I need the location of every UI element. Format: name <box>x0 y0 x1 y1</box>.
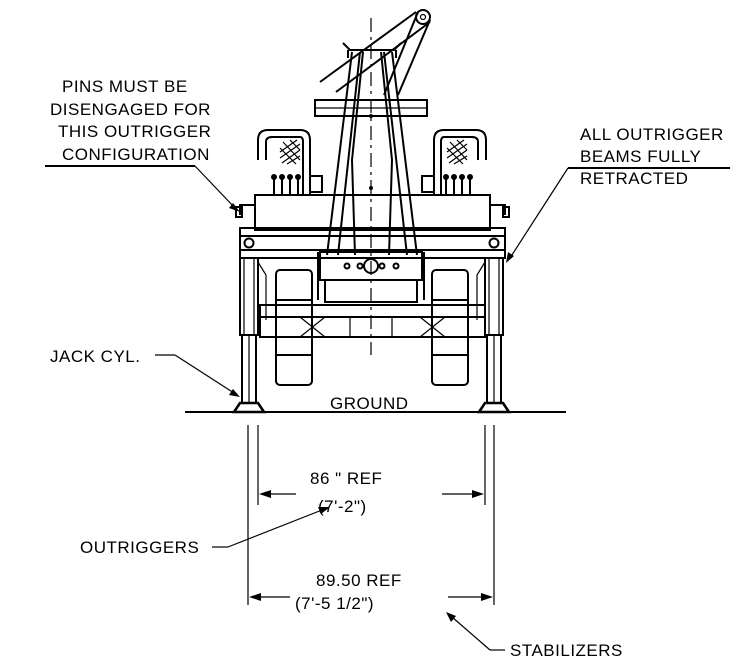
pins-text-line4: CONFIGURATION <box>62 145 210 164</box>
outriggers-label: OUTRIGGERS <box>80 538 199 557</box>
stabilizer-ft-text: (7'-5 1/2") <box>295 594 374 613</box>
beams-callout: ALL OUTRIGGER BEAMS FULLY RETRACTED <box>506 125 730 263</box>
stabilizers-label: STABILIZERS <box>510 641 623 660</box>
dimension-outriggers: 86 " REF (7'-2") <box>257 425 486 516</box>
ground-label: GROUND <box>330 394 409 413</box>
stabilizers-callout: STABILIZERS <box>446 612 623 660</box>
stabilizer-ref-text: 89.50 REF <box>316 571 402 590</box>
pins-callout: PINS MUST BE DISENGAGED FOR THIS OUTRIGG… <box>45 77 240 212</box>
right-control-levers <box>421 174 473 195</box>
outriggers-callout: OUTRIGGERS <box>80 507 330 557</box>
dimension-stabilizers: 89.50 REF (7'-5 1/2") <box>247 425 495 613</box>
pins-text-line2: DISENGAGED FOR <box>50 100 211 119</box>
pins-text-line3: THIS OUTRIGGER <box>58 122 211 141</box>
beams-text-line1: ALL OUTRIGGER <box>580 125 724 144</box>
right-grille-icon <box>446 139 468 165</box>
machine-front-view <box>231 9 512 414</box>
beams-text-line3: RETRACTED <box>580 169 688 188</box>
left-control-levers <box>271 174 323 195</box>
outrigger-ref-text: 86 " REF <box>310 469 382 488</box>
beams-text-line2: BEAMS FULLY <box>580 147 701 166</box>
jack-cyl-label: JACK CYL. <box>50 347 140 366</box>
pins-text-line1: PINS MUST BE <box>62 77 188 96</box>
outrigger-ft-text: (7'-2") <box>318 497 367 516</box>
left-grille-icon <box>279 139 301 165</box>
jack-cyl-callout: JACK CYL. <box>50 347 240 397</box>
